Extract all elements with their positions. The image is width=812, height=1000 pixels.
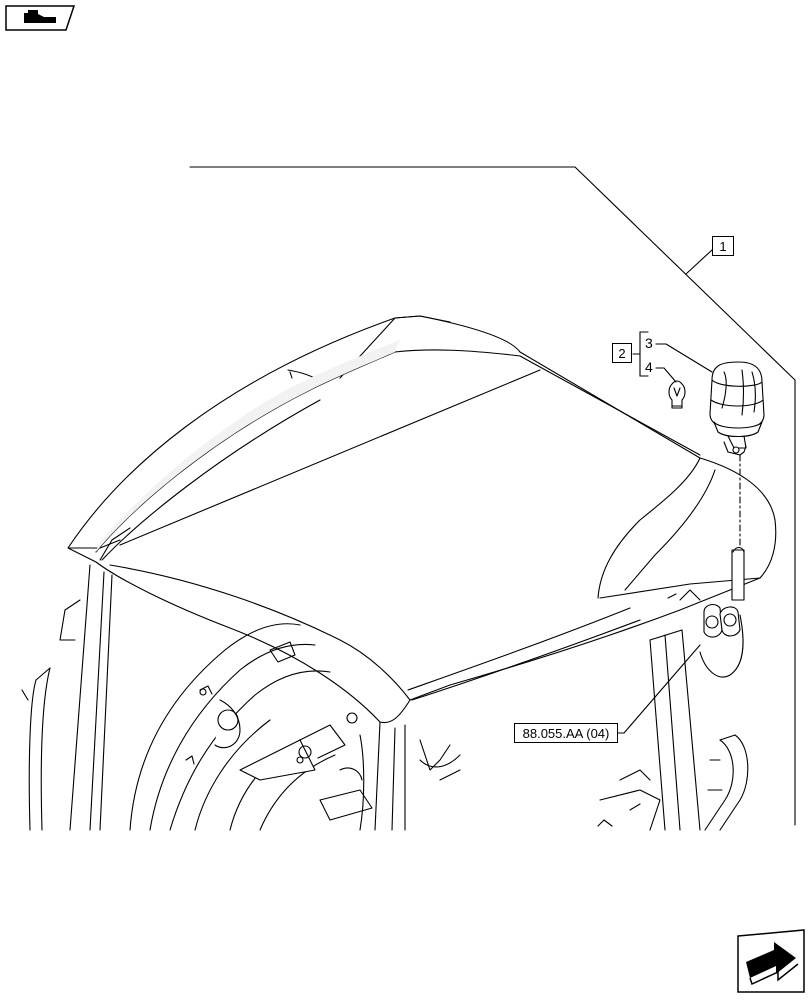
callout-item-2[interactable]: 2 xyxy=(612,343,632,363)
roof-shell xyxy=(67,315,777,724)
callout-item-1-label: 1 xyxy=(719,239,727,254)
callout-item-3[interactable]: 3 xyxy=(645,335,653,351)
leader-line-1 xyxy=(189,166,796,826)
callout-item-4[interactable]: 4 xyxy=(645,359,653,375)
reference-label[interactable]: 88.055.AA (04) xyxy=(514,723,618,743)
callout-item-1[interactable]: 1 xyxy=(712,236,734,256)
book-icon[interactable] xyxy=(4,4,76,32)
callout-item-2-label: 2 xyxy=(618,346,626,361)
reference-label-text: 88.055.AA (04) xyxy=(522,726,610,741)
next-page-arrow-icon[interactable] xyxy=(736,928,806,994)
beacon-dome xyxy=(709,361,765,431)
